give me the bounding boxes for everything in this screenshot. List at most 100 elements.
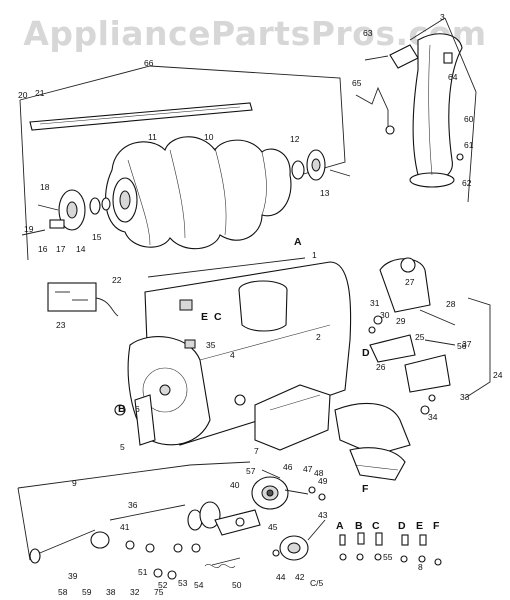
part-callout: 59 [82,587,92,597]
view-label: E [201,311,208,323]
part-callout: 61 [464,140,474,150]
part-callout: 48 [314,468,324,478]
part-callout: 30 [380,310,390,320]
part-callout: 65 [352,78,362,88]
part-callout: 39 [68,571,78,581]
part-callout: 60 [464,114,474,124]
chute-crank-assembly [368,257,491,415]
part-callout: 4 [230,350,235,360]
view-labels: A B C D E F [118,236,370,495]
view-label: B [118,403,126,415]
part-callout: 54 [194,580,204,590]
part-callout: 5 [120,442,125,452]
drive-bracket [254,384,331,451]
part-callout: 25 [415,332,425,342]
part-callout: 1 [312,250,317,260]
bolts-left [21,204,65,236]
auger-shaft [29,102,253,131]
part-callout: 16 [38,244,48,254]
part-callout: 44 [276,572,286,582]
belt-idler-arm [204,509,261,568]
part-callout: 56 [457,341,467,351]
part-callout: 29 [396,316,406,326]
part-callout: 19 [24,224,34,234]
drive-assembly-bracket [17,461,251,561]
part-callout: 17 [56,244,66,254]
part-callout: 40 [230,480,240,490]
footer-code: C/5 [310,578,324,588]
part-callout: 53 [178,578,188,588]
part-callout: 43 [318,510,328,520]
part-callout: 20 [18,90,28,100]
part-callout: 15 [92,232,102,242]
part-callout: 47 [303,464,313,474]
part-callout: 2 [316,332,321,342]
part-callout: 6 [135,404,140,414]
part-callout: 41 [120,522,130,532]
drive-shaft [29,529,96,564]
jack-shaft [90,501,221,549]
part-callout: 13 [320,188,330,198]
part-callout: 11 [148,132,157,142]
reference-letter: D [398,520,406,532]
part-callout: 57 [246,466,256,476]
view-label: F [362,483,369,495]
part-callout: 31 [370,298,380,308]
shear-bolt-kit [47,282,119,317]
part-callout: 22 [112,275,122,285]
part-callout: 52 [158,580,168,590]
part-callout: 35 [206,340,216,350]
deflector-plate [334,402,411,481]
part-callout: 45 [268,522,278,532]
scraper-rod [147,257,306,278]
part-callout: 49 [318,476,328,486]
part-callout: 37 [462,339,472,349]
part-callout: 24 [493,370,503,380]
auger-end-bearing [58,189,111,231]
part-callout: 66 [144,58,154,68]
view-label: D [362,347,370,359]
auger-spiral [105,136,292,250]
part-callout: 46 [283,462,293,472]
view-label: C [214,311,222,323]
part-callout: 75 [154,587,164,597]
part-callout: 38 [106,587,116,597]
part-callout: 50 [232,580,242,590]
part-callout: 21 [35,88,45,98]
auger-assembly-bracket [19,65,346,261]
part-callout: 9 [72,478,77,488]
part-callout: 51 [138,567,148,577]
part-callout: 23 [56,320,66,330]
part-callout: 36 [128,500,138,510]
side-plate [114,394,156,446]
part-callout: 28 [446,299,456,309]
part-callout: 58 [58,587,68,597]
part-callout: 33 [460,392,470,402]
part-callout: 26 [376,362,386,372]
reference-letter: F [433,520,440,532]
drive-pulley [272,519,326,561]
part-callout: 63 [363,28,373,38]
hardware-small [125,486,326,580]
reference-hardware-table [339,532,442,566]
part-callout: 12 [290,134,300,144]
part-callout: 27 [405,277,415,287]
part-callout: 42 [295,572,305,582]
part-callout: 3 [440,12,445,22]
auger-right-bearing [291,149,351,181]
part-callout: 10 [204,132,214,142]
part-callout: 64 [448,72,458,82]
part-callout: 8 [418,562,423,572]
part-callout: 32 [130,587,140,597]
view-label: A [294,236,302,248]
reference-letter: B [355,520,363,532]
auger-pulley [251,469,309,510]
discharge-chute [409,17,477,203]
reference-letter: C [372,520,380,532]
part-callout: 7 [254,446,259,456]
reference-letter: E [416,520,423,532]
